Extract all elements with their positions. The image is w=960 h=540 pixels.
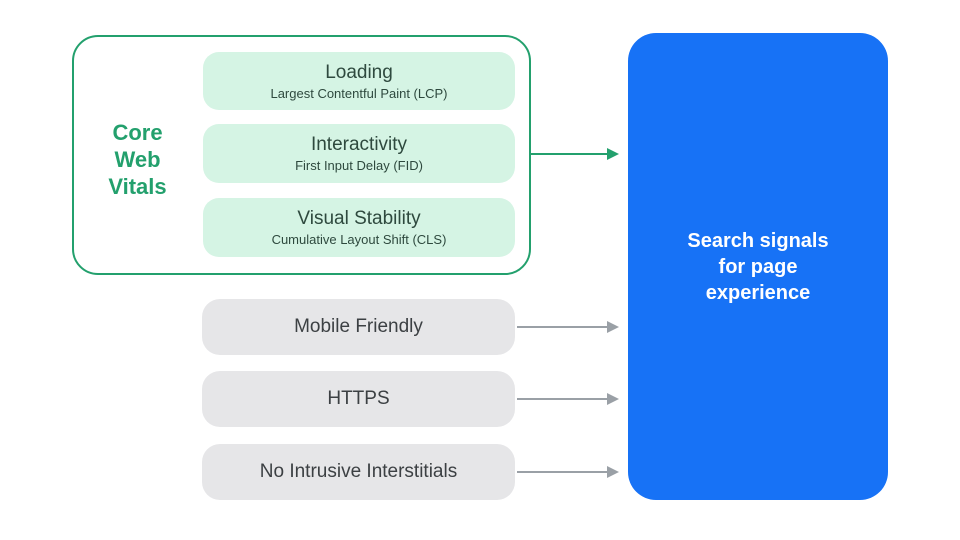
- arrow-line: [517, 471, 608, 473]
- metric-subtitle: First Input Delay (FID): [295, 158, 423, 173]
- arrow-head-icon: [607, 148, 619, 160]
- metric-subtitle: Largest Contentful Paint (LCP): [270, 85, 448, 101]
- signal-card-mobile-friendly: Mobile Friendly: [202, 299, 515, 355]
- metric-subtitle: Cumulative Layout Shift (CLS): [271, 232, 447, 247]
- arrow-head-icon: [607, 393, 619, 405]
- metric-title: Loading: [325, 61, 393, 83]
- search-signals-label-line: Search signals: [687, 229, 829, 252]
- search-signals-label: Search signals for page experience: [687, 228, 828, 306]
- arrow-line: [517, 326, 608, 328]
- arrow-head-icon: [607, 466, 619, 478]
- search-signals-label-line: for page: [718, 255, 798, 278]
- core-web-vitals-label-line: Core: [112, 120, 163, 145]
- signal-label: Mobile Friendly: [294, 316, 423, 337]
- signal-label: HTTPS: [327, 388, 390, 409]
- metric-title: Interactivity: [310, 134, 408, 155]
- search-signals-target-box: Search signals for page experience: [628, 33, 888, 500]
- metric-card-loading: Loading Largest Contentful Paint (LCP): [203, 52, 515, 110]
- metric-card-visual-stability: Visual Stability Cumulative Layout Shift…: [203, 198, 515, 257]
- search-signals-label-line: experience: [705, 281, 811, 304]
- arrow-line: [517, 398, 608, 400]
- arrow-head-icon: [607, 321, 619, 333]
- metric-card-interactivity: Interactivity First Input Delay (FID): [203, 124, 515, 183]
- signal-card-https: HTTPS: [202, 371, 515, 427]
- signal-card-no-intrusive-interstitials: No Intrusive Interstitials: [202, 444, 515, 500]
- core-web-vitals-label-line: Web: [114, 147, 161, 172]
- core-web-vitals-label-line: Vitals: [108, 174, 167, 199]
- signal-label: No Intrusive Interstitials: [259, 461, 458, 482]
- metric-title: Visual Stability: [297, 208, 421, 229]
- core-web-vitals-label: Core Web Vitals: [72, 119, 203, 200]
- arrow-line: [531, 153, 608, 155]
